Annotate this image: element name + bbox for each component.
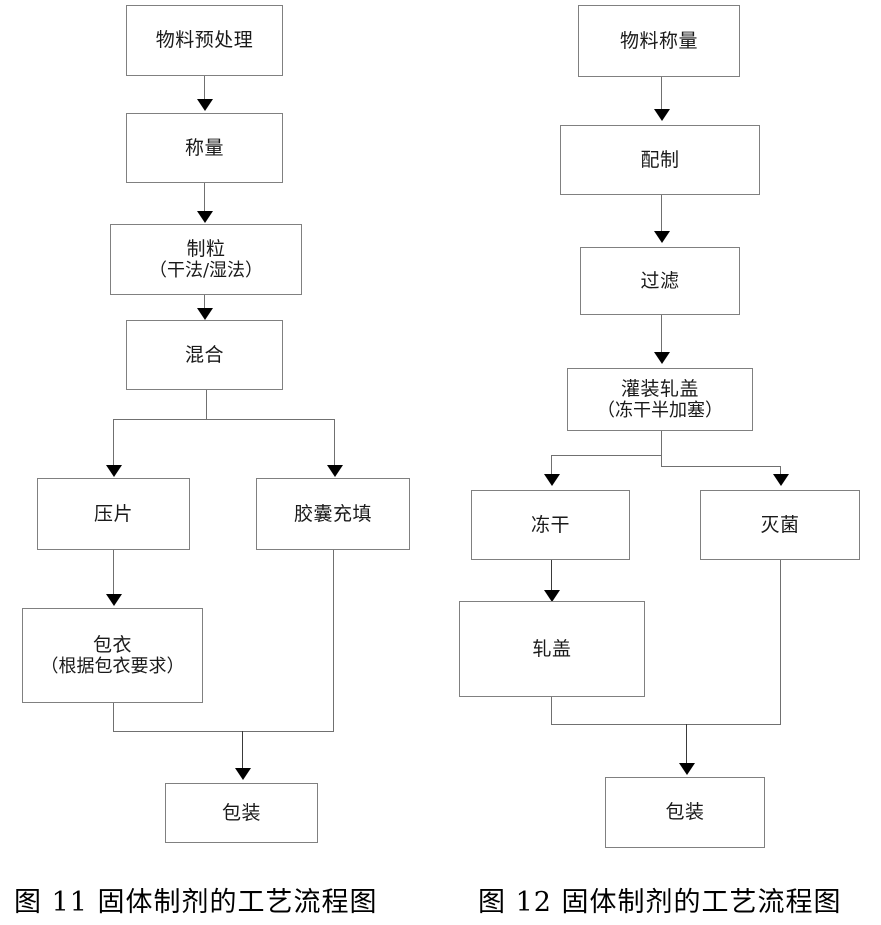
node-label: 配制 xyxy=(640,148,680,171)
arrowhead-filtration-to-filling-capping xyxy=(654,352,670,364)
edge-merge-bar-packaging xyxy=(113,731,334,732)
edge-blending-fork-stem xyxy=(206,390,207,420)
node-label: 物料称量 xyxy=(619,29,698,52)
edge-lyophilization-to-capping xyxy=(551,560,552,593)
node-sublabel: （冻干半加塞） xyxy=(597,400,723,422)
node-blending: 混合 xyxy=(126,320,283,390)
node-lyophilization: 冻干 xyxy=(471,490,630,560)
figure-caption-12: 图 12 固体制剂的工艺流程图 xyxy=(478,887,842,918)
node-compounding: 配制 xyxy=(560,125,760,195)
node-capsule-filling: 胶囊充填 xyxy=(256,478,410,550)
arrowhead-lyophilization-to-capping xyxy=(544,590,560,602)
node-packaging: 包装 xyxy=(605,777,765,848)
flowchart-figure-11: 物料预处理 称量 制粒 （干法/湿法） 混合 压片 胶囊充填 xyxy=(0,0,440,925)
flowchart-figure-12: 物料称量 配制 过滤 灌装轧盖 （冻干半加塞） 冻干 灭菌 xyxy=(440,0,881,925)
arrowhead-granulation-to-blending xyxy=(197,308,213,320)
node-material-weighing: 物料称量 xyxy=(578,5,740,77)
node-granulation: 制粒 （干法/湿法） xyxy=(110,224,302,295)
node-filling-capping: 灌装轧盖 （冻干半加塞） xyxy=(567,368,753,431)
node-packaging: 包装 xyxy=(165,783,318,843)
edge-filtration-to-filling-capping xyxy=(661,315,662,353)
node-label: 物料预处理 xyxy=(155,29,254,52)
node-coating: 包衣 （根据包衣要求） xyxy=(22,608,203,703)
node-label: 压片 xyxy=(93,502,133,525)
edge-blending-to-tableting xyxy=(113,419,114,468)
edge-fork-to-sterilization xyxy=(780,466,781,477)
edge-granulation-to-blending xyxy=(204,295,205,313)
node-label: 制粒 xyxy=(186,237,226,260)
edge-merge-to-packaging xyxy=(242,731,243,771)
node-label: 包装 xyxy=(221,801,261,824)
arrowhead-tableting-to-coating xyxy=(106,594,122,606)
edge-coating-merge-down xyxy=(113,703,114,732)
edge-sterilization-merge-down xyxy=(780,560,781,725)
edge-capsule-filling-merge-down xyxy=(333,550,334,732)
node-label: 包装 xyxy=(665,801,705,824)
arrowhead-material-weighing-to-compounding xyxy=(654,109,670,121)
edge-capping-merge-down xyxy=(551,697,552,725)
arrowhead-pretreatment-to-weighing xyxy=(197,99,213,111)
node-weighing: 称量 xyxy=(126,113,283,183)
node-capping: 轧盖 xyxy=(459,601,645,697)
edge-fork-bar-lyophilization xyxy=(551,455,662,456)
node-label: 称量 xyxy=(184,136,224,159)
arrowhead-weighing-to-granulation xyxy=(197,211,213,223)
edge-fork-bar-sterilization xyxy=(661,466,781,467)
node-sublabel: （干法/湿法） xyxy=(148,260,264,282)
arrowhead-merge-to-packaging xyxy=(679,763,695,775)
edge-material-weighing-to-compounding xyxy=(661,77,662,111)
node-label: 混合 xyxy=(184,343,224,366)
arrowhead-blending-to-capsule-filling xyxy=(327,465,343,477)
arrowhead-compounding-to-filtration xyxy=(654,231,670,243)
arrowhead-fork-to-sterilization xyxy=(773,474,789,486)
node-material-pretreatment: 物料预处理 xyxy=(126,5,283,76)
node-label: 轧盖 xyxy=(532,637,572,660)
edge-tableting-to-coating xyxy=(113,550,114,596)
node-label: 灌装轧盖 xyxy=(620,377,699,400)
node-label: 灭菌 xyxy=(760,513,800,536)
node-filtration: 过滤 xyxy=(580,247,740,315)
node-label: 冻干 xyxy=(530,513,570,536)
edge-filling-capping-fork-stem xyxy=(661,431,662,467)
node-tableting: 压片 xyxy=(37,478,190,550)
edge-pretreatment-to-weighing xyxy=(204,76,205,101)
node-sterilization: 灭菌 xyxy=(700,490,860,560)
node-label: 包衣 xyxy=(92,633,132,656)
edge-merge-bar-packaging xyxy=(551,724,781,725)
arrowhead-fork-to-lyophilization xyxy=(544,474,560,486)
node-sublabel: （根据包衣要求） xyxy=(40,656,185,678)
edge-merge-to-packaging xyxy=(686,724,687,766)
figure-caption-11: 图 11 固体制剂的工艺流程图 xyxy=(14,887,378,918)
edge-fork-to-lyophilization xyxy=(551,455,552,477)
edge-compounding-to-filtration xyxy=(661,195,662,233)
edge-blending-fork-bar xyxy=(113,419,335,420)
node-label: 过滤 xyxy=(640,269,680,292)
edge-weighing-to-granulation xyxy=(204,183,205,212)
arrowhead-blending-to-tableting xyxy=(106,465,122,477)
edge-blending-to-capsule-filling xyxy=(334,419,335,468)
node-label: 胶囊充填 xyxy=(293,502,372,525)
arrowhead-merge-to-packaging xyxy=(235,768,251,780)
